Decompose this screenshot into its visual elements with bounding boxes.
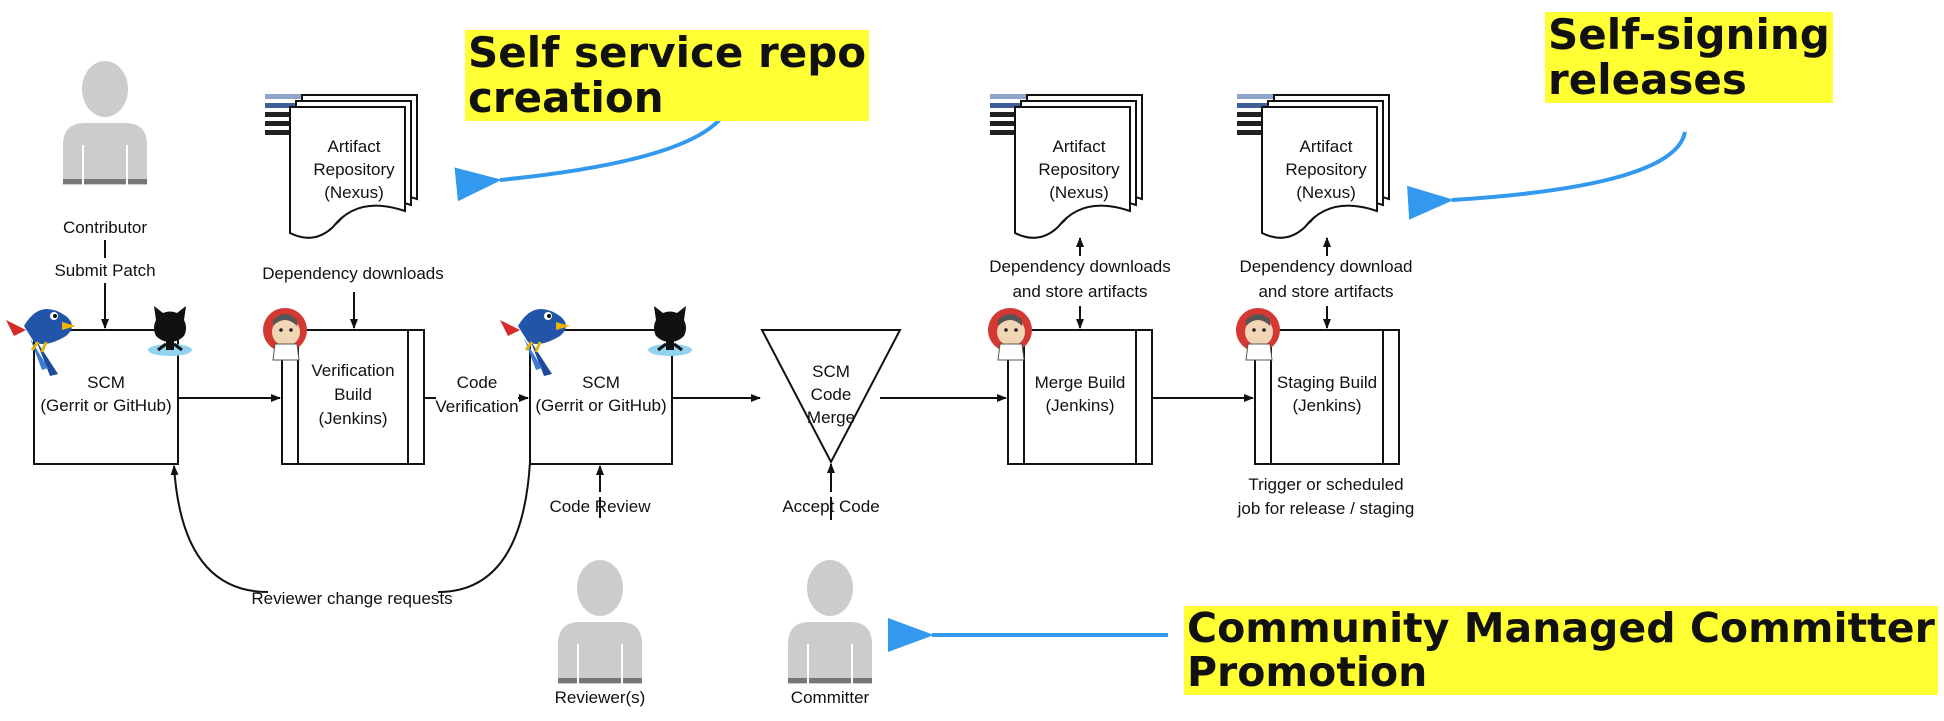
code-review-label: Code Review [549, 497, 651, 516]
callout-line: creation [468, 73, 664, 123]
callout-line: Self service repo [468, 28, 867, 77]
scm-box-1: SCM(Gerrit or GitHub) [33, 329, 179, 465]
contributor-label: Contributor [63, 218, 147, 237]
staging-build-box: Staging Build(Jenkins) [1254, 329, 1400, 465]
dependency-downloads-label: Dependency downloads [262, 264, 443, 283]
github-logo-icon [146, 304, 194, 358]
merge-build-box: Merge Build(Jenkins) [1007, 329, 1153, 465]
svg-text:Merge Build(Jenkins): Merge Build(Jenkins) [1035, 373, 1126, 415]
reviewer-person-icon [557, 559, 643, 685]
flow-arrows [101, 237, 1331, 593]
submit-patch-label: Submit Patch [54, 261, 155, 280]
svg-text:SCM(Gerrit or GitHub): SCM(Gerrit or GitHub) [535, 373, 666, 415]
callout-line: Promotion [1187, 648, 1428, 697]
self-signing-callout: Self-signing releases [1545, 12, 1833, 103]
callout-line: Community Managed Committer [1187, 604, 1935, 652]
self-service-repo-callout: Self service repo creation [465, 28, 870, 123]
reviewer-label: Reviewer(s) [555, 688, 646, 707]
scm-box-2: SCM(Gerrit or GitHub) [529, 329, 673, 465]
callout-line: releases [1548, 55, 1747, 105]
reviewer-change-requests-label: Reviewer change requests [251, 589, 452, 608]
committer-promotion-callout: Community Managed Committer Promotion [1184, 606, 1938, 695]
accept-code-label: Accept Code [782, 497, 879, 516]
svg-text:SCM(Gerrit or GitHub): SCM(Gerrit or GitHub) [40, 373, 171, 415]
svg-text:Staging Build(Jenkins): Staging Build(Jenkins) [1277, 373, 1377, 415]
committer-label: Committer [791, 688, 870, 707]
contributor-person-icon [62, 60, 148, 186]
github-logo-icon [646, 304, 694, 358]
committer-person-icon [787, 559, 873, 685]
callout-line: Self-signing [1548, 10, 1830, 59]
